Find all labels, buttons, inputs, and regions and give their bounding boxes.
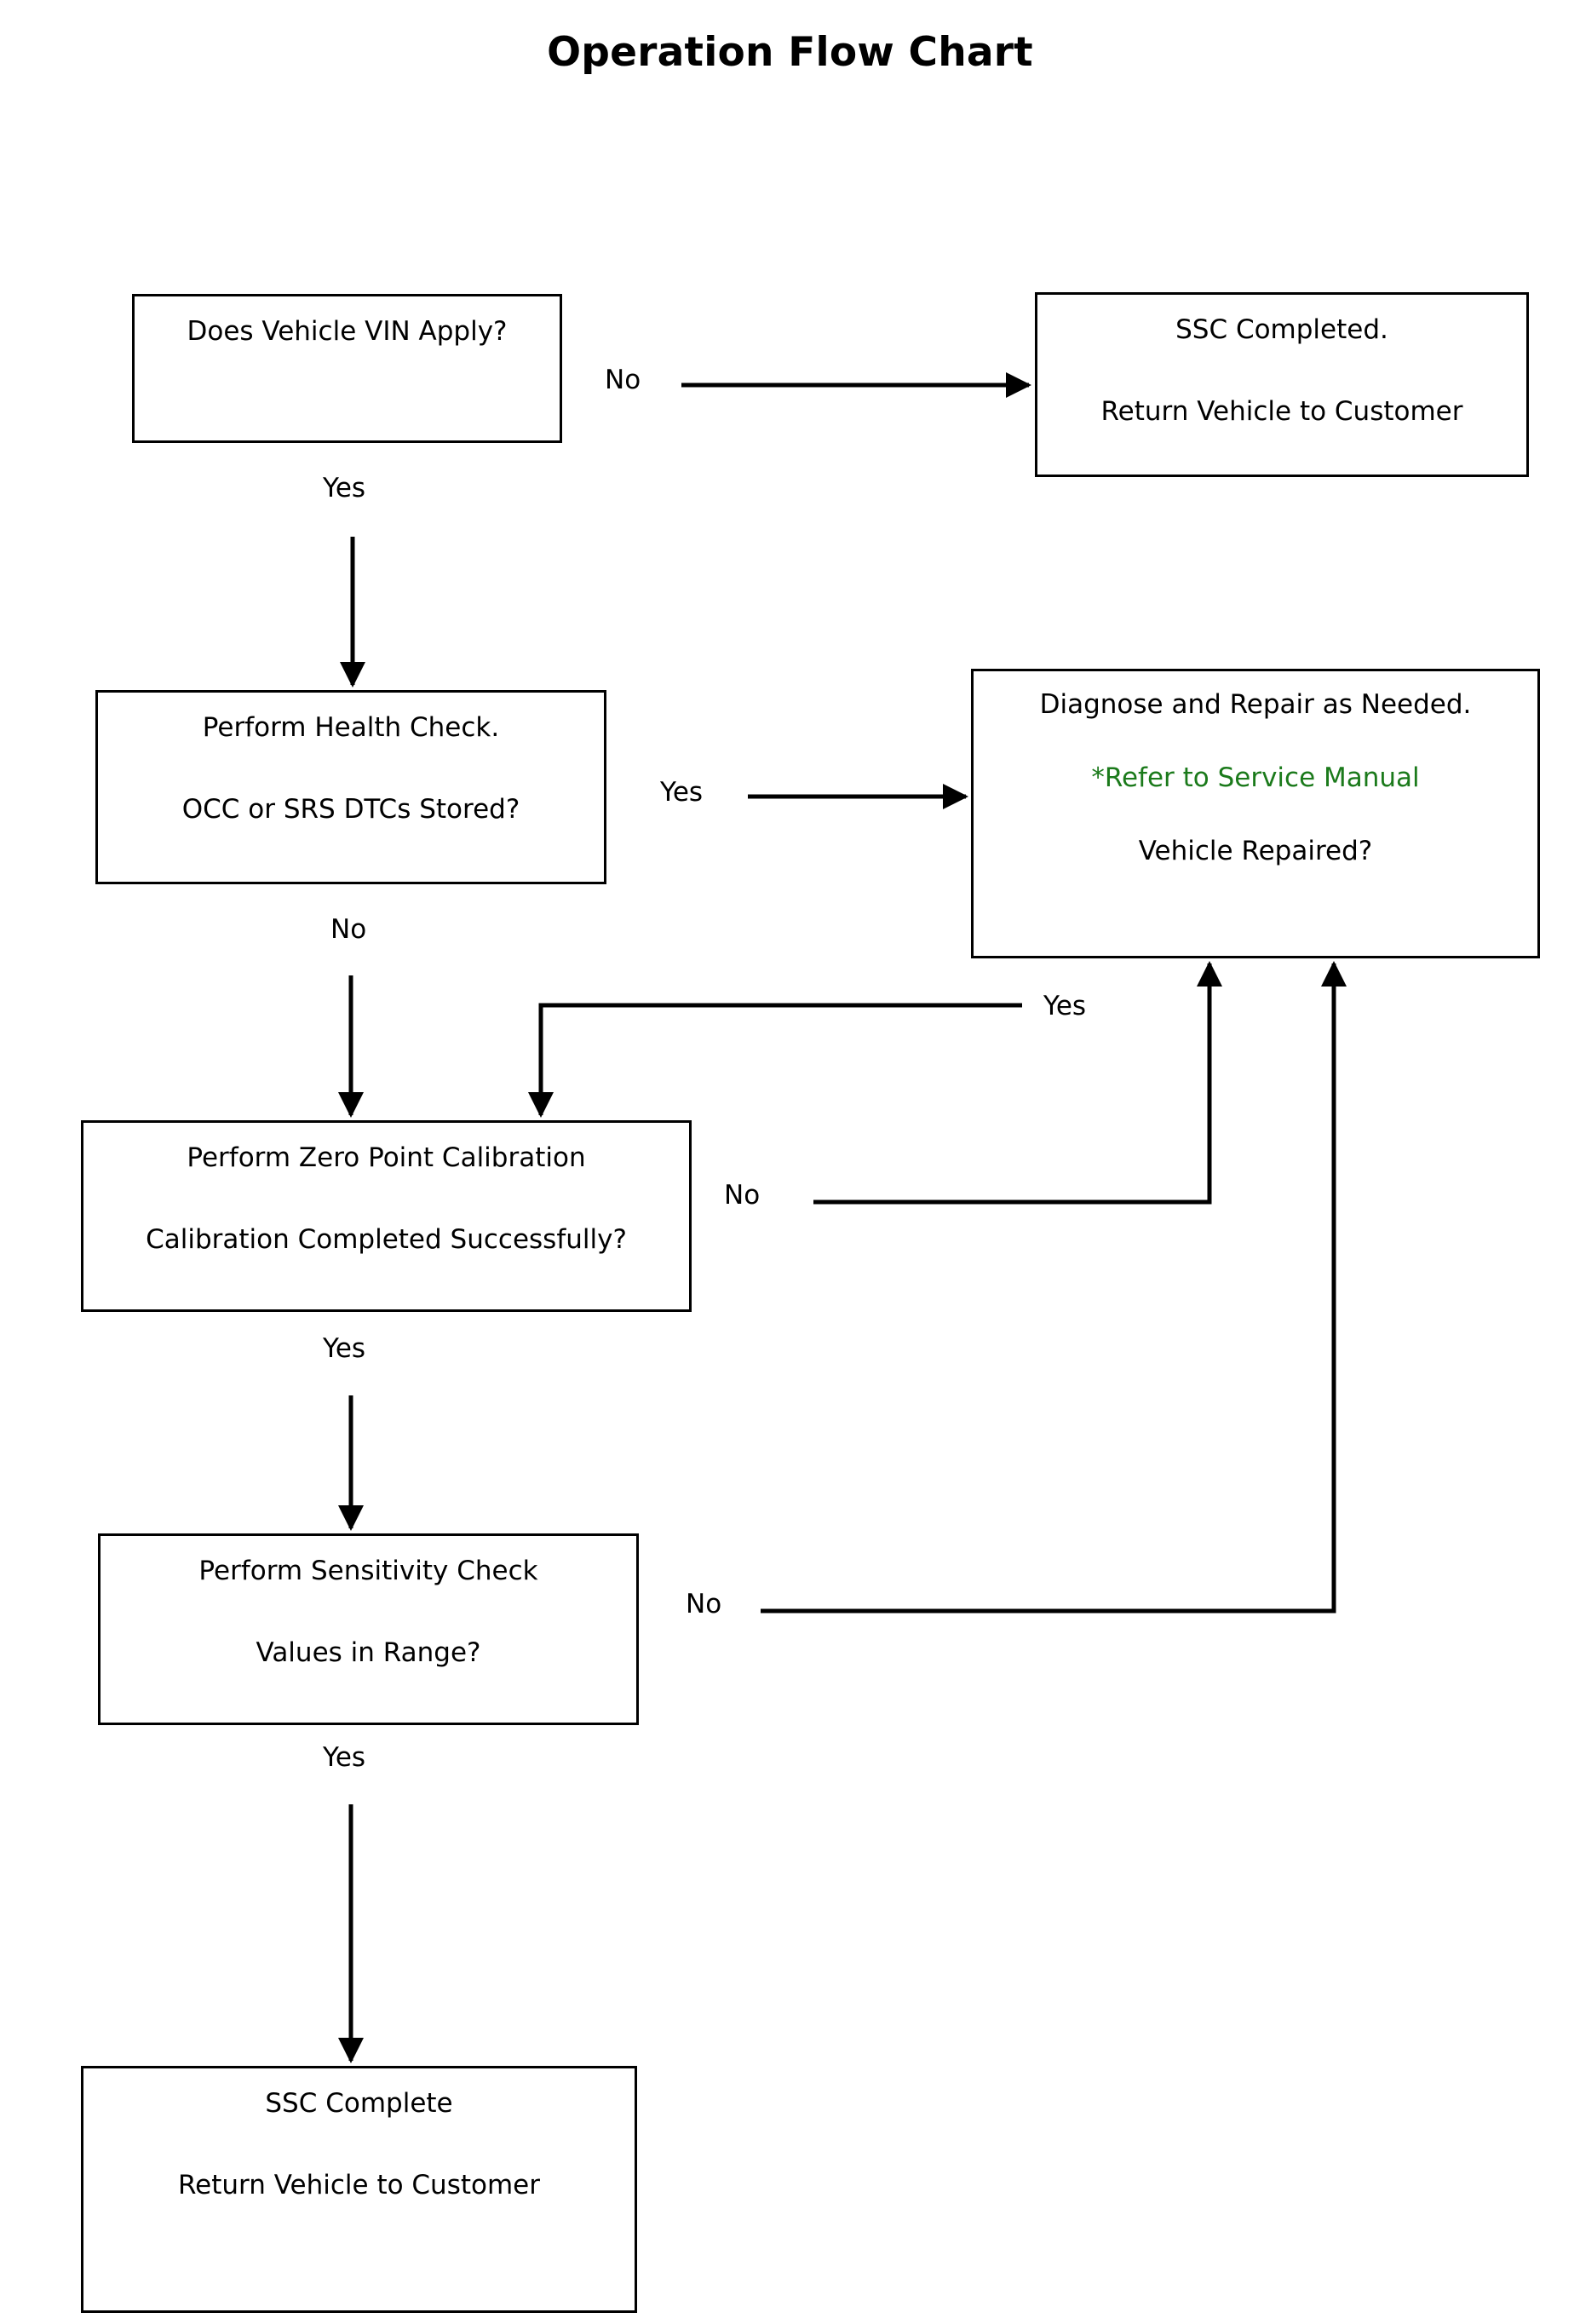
edge-label-sensitivity-no: No [686, 1589, 722, 1619]
node-vin-line-1: Does Vehicle VIN Apply? [187, 316, 508, 347]
node-health-check-line-1: Perform Health Check. [202, 712, 500, 743]
edge-sensitivity-no [761, 961, 1347, 1614]
node-ssc-completed-line-1: SSC Completed. [1175, 314, 1388, 345]
node-ssc-complete[interactable]: SSC Complete Return Vehicle to Customer [81, 2066, 637, 2313]
edge-label-zero-yes: Yes [323, 1333, 366, 1364]
edge-label-health-yes: Yes [660, 777, 704, 808]
node-ssc-completed-line-2: Return Vehicle to Customer [1100, 396, 1463, 428]
node-diagnose[interactable]: Diagnose and Repair as Needed. *Refer to… [971, 669, 1540, 958]
node-vin[interactable]: Does Vehicle VIN Apply? [132, 294, 562, 443]
page-title: Operation Flow Chart [547, 29, 1033, 76]
node-health-check[interactable]: Perform Health Check. OCC or SRS DTCs St… [95, 690, 606, 884]
node-zero-point-line-2: Calibration Completed Successfully? [146, 1224, 627, 1256]
edge-diagnose-yes [528, 1003, 1022, 1118]
node-sensitivity[interactable]: Perform Sensitivity Check Values in Rang… [98, 1533, 639, 1725]
edge-label-sensitivity-yes: Yes [323, 1742, 366, 1773]
node-diagnose-line-3: Vehicle Repaired? [1138, 836, 1373, 867]
node-diagnose-line-2-service-manual: *Refer to Service Manual [1091, 762, 1420, 794]
node-health-check-line-2: OCC or SRS DTCs Stored? [181, 794, 520, 825]
edge-label-diagnose-yes: Yes [1043, 991, 1087, 1021]
node-sensitivity-line-2: Values in Range? [256, 1637, 481, 1669]
edge-label-zero-no: No [724, 1180, 761, 1211]
node-zero-point[interactable]: Perform Zero Point Calibration Calibrati… [81, 1120, 692, 1312]
node-ssc-completed[interactable]: SSC Completed. Return Vehicle to Custome… [1035, 292, 1529, 477]
edge-label-vin-no: No [605, 365, 641, 395]
node-ssc-complete-line-1: SSC Complete [265, 2088, 453, 2119]
edge-zero-no [813, 961, 1222, 1205]
node-diagnose-line-1: Diagnose and Repair as Needed. [1039, 689, 1472, 720]
node-zero-point-line-1: Perform Zero Point Calibration [187, 1142, 586, 1173]
edge-label-vin-yes: Yes [323, 473, 366, 503]
edge-label-health-no: No [330, 914, 367, 945]
node-sensitivity-line-1: Perform Sensitivity Check [198, 1556, 538, 1586]
node-ssc-complete-line-2: Return Vehicle to Customer [178, 2170, 540, 2201]
